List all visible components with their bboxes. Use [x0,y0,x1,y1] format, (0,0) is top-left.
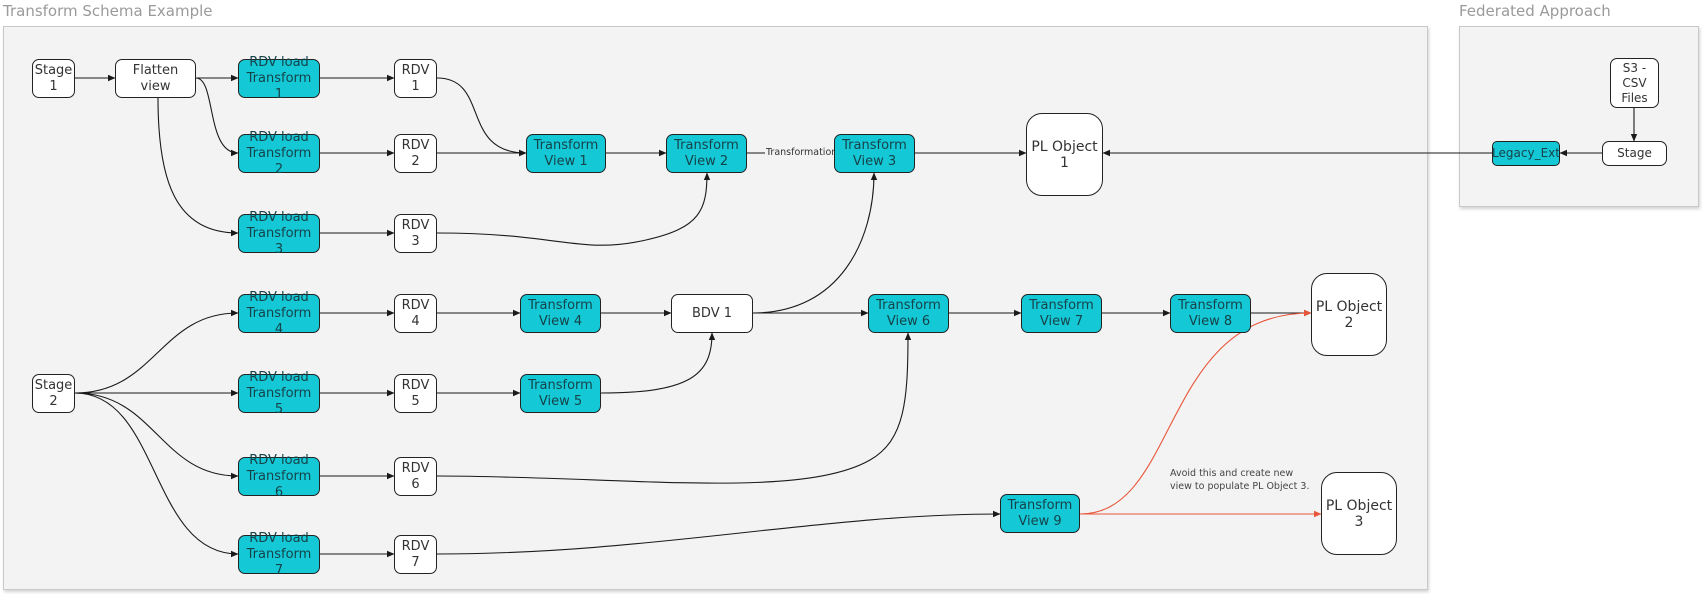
node-rdv-6[interactable]: RDV 6 [394,457,437,496]
node-transform-view-7[interactable]: Transform View 7 [1021,294,1102,333]
node-rdv-load-transform-7[interactable]: RDV load Transform 7 [238,531,320,578]
node-transform-view-2[interactable]: Transform View 2 [666,134,747,173]
node-stage-2[interactable]: Stage 2 [32,374,75,413]
edge-tv5-bdv1 [600,332,716,394]
node-legacy-ext[interactable]: Legacy_Ext [1492,141,1560,166]
frame-federated-approach[interactable] [1459,26,1699,207]
node-bdv-1[interactable]: BDV 1 [671,294,753,333]
node-rdv-1[interactable]: RDV 1 [394,59,437,98]
node-transform-view-4[interactable]: Transform View 4 [520,294,601,333]
edge-flatten-rdvload2 [195,77,239,157]
frame-title-transform: Transform Schema Example [3,2,213,20]
edge-stage2-rdvload6 [74,392,239,480]
node-pl-object-2[interactable]: PL Object 2 [1311,273,1387,356]
node-rdv-load-transform-5[interactable]: RDV load Transform 5 [238,370,320,417]
warning-note: Avoid this and create new view to popula… [1170,468,1310,492]
edge-label-transformations: Transformations [765,147,844,159]
frame-title-federated: Federated Approach [1459,2,1611,20]
node-transform-view-3[interactable]: Transform View 3 [834,134,915,173]
edge-bdv1-tv3 [752,172,878,314]
node-rdv-load-transform-6[interactable]: RDV load Transform 6 [238,453,320,500]
node-transform-view-6[interactable]: Transform View 6 [868,294,949,333]
node-rdv-load-transform-2[interactable]: RDV load Transform 2 [238,130,320,177]
node-rdv-3[interactable]: RDV 3 [394,214,437,253]
node-federated-stage[interactable]: Stage [1602,141,1667,166]
edge-rdv6-tv6 [436,332,912,484]
node-stage-1[interactable]: Stage 1 [32,59,75,98]
node-transform-view-8[interactable]: Transform View 8 [1170,294,1251,333]
node-flatten-view[interactable]: Flatten view [115,59,196,98]
node-transform-view-1[interactable]: Transform View 1 [526,134,606,173]
edge-rdv7-tv9 [436,510,1001,555]
edge-flatten-rdvload3 [157,97,239,237]
edge-stage2-rdvload7 [74,392,239,558]
node-rdv-7[interactable]: RDV 7 [394,535,437,574]
node-rdv-5[interactable]: RDV 5 [394,374,437,413]
node-transform-view-9[interactable]: Transform View 9 [1000,494,1080,533]
node-rdv-load-transform-1[interactable]: RDV load Transform 1 [238,55,320,102]
node-rdv-4[interactable]: RDV 4 [394,294,437,333]
edge-rdv1-tv1 [436,77,527,157]
node-rdv-load-transform-3[interactable]: RDV load Transform 3 [238,210,320,257]
node-rdv-2[interactable]: RDV 2 [394,134,437,173]
edge-stage2-rdvload4 [74,309,239,394]
node-s3-csv-files[interactable]: S3 - CSV Files [1610,58,1659,108]
node-rdv-load-transform-4[interactable]: RDV load Transform 4 [238,290,320,337]
node-pl-object-3[interactable]: PL Object 3 [1321,472,1397,555]
edge-tv9-pl2-warning [1079,309,1312,515]
node-pl-object-1[interactable]: PL Object 1 [1026,113,1103,196]
edge-rdv3-tv2 [436,172,711,246]
node-transform-view-5[interactable]: Transform View 5 [520,374,601,413]
